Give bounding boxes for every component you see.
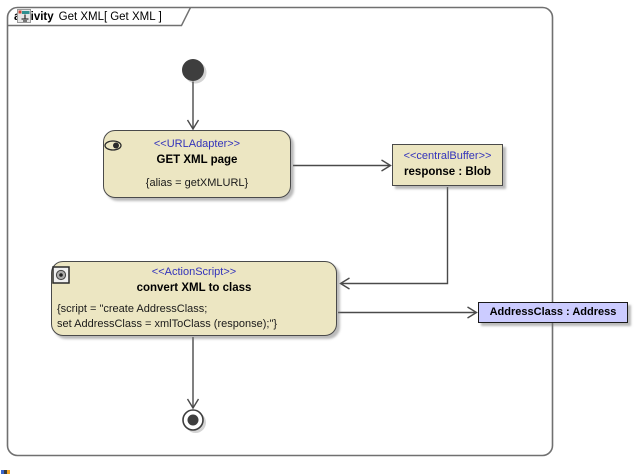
script-tagged-value-line1: {script = "create AddressClass; — [57, 303, 208, 315]
frame-header-pentagon — [7, 7, 192, 27]
initial-node[interactable] — [182, 59, 207, 84]
object-node-address-class[interactable]: AddressClass : Address — [478, 302, 628, 323]
final-node-inner-circle — [187, 414, 199, 426]
action-node-convert-xml-to-class[interactable]: <<ActionScript>> convert XML to class {s… — [51, 261, 337, 336]
buffer-name: response : Blob — [404, 166, 491, 178]
edge-convert-to-final[interactable] — [186, 337, 200, 410]
edge-get-xml-to-response[interactable] — [293, 159, 392, 172]
final-node[interactable] — [182, 409, 206, 433]
edge-convert-to-address[interactable] — [338, 306, 478, 319]
stereotype-label: <<URLAdapter>> — [153, 138, 241, 150]
frame-bracket-close: ] — [158, 10, 162, 23]
alias-tagged-value: {alias = getXMLURL} — [145, 177, 249, 189]
action-name: convert XML to class — [136, 282, 252, 294]
adapter-oval-icon — [104, 140, 122, 151]
edge-initial-to-get-xml[interactable] — [186, 81, 200, 131]
corner-artifact — [1, 470, 11, 474]
central-buffer-node-response[interactable]: <<centralBuffer>> response : Blob — [392, 144, 503, 186]
action-node-get-xml-page[interactable]: <<URLAdapter>> GET XML page {alias = get… — [103, 130, 291, 198]
initial-node-circle — [182, 59, 204, 81]
stereotype-label: <<centralBuffer>> — [403, 150, 492, 162]
object-name: AddressClass : Address — [489, 306, 617, 318]
stereotype-label: <<ActionScript>> — [151, 266, 237, 278]
frame-header: activity Get XML[ Get XML ] — [14, 9, 162, 24]
frame-diagram-name: Get XML[ — [58, 10, 108, 23]
call-behavior-icon — [52, 266, 70, 284]
action-name: GET XML page — [156, 154, 238, 166]
frame-diagram-ref: Get XML — [110, 10, 156, 23]
script-tagged-value-line2: set AddressClass = xmlToClass (response)… — [57, 318, 278, 330]
diagram-frame-border — [6, 6, 554, 457]
edge-response-to-convert[interactable] — [339, 187, 449, 290]
activity-diagram-icon — [17, 9, 31, 23]
